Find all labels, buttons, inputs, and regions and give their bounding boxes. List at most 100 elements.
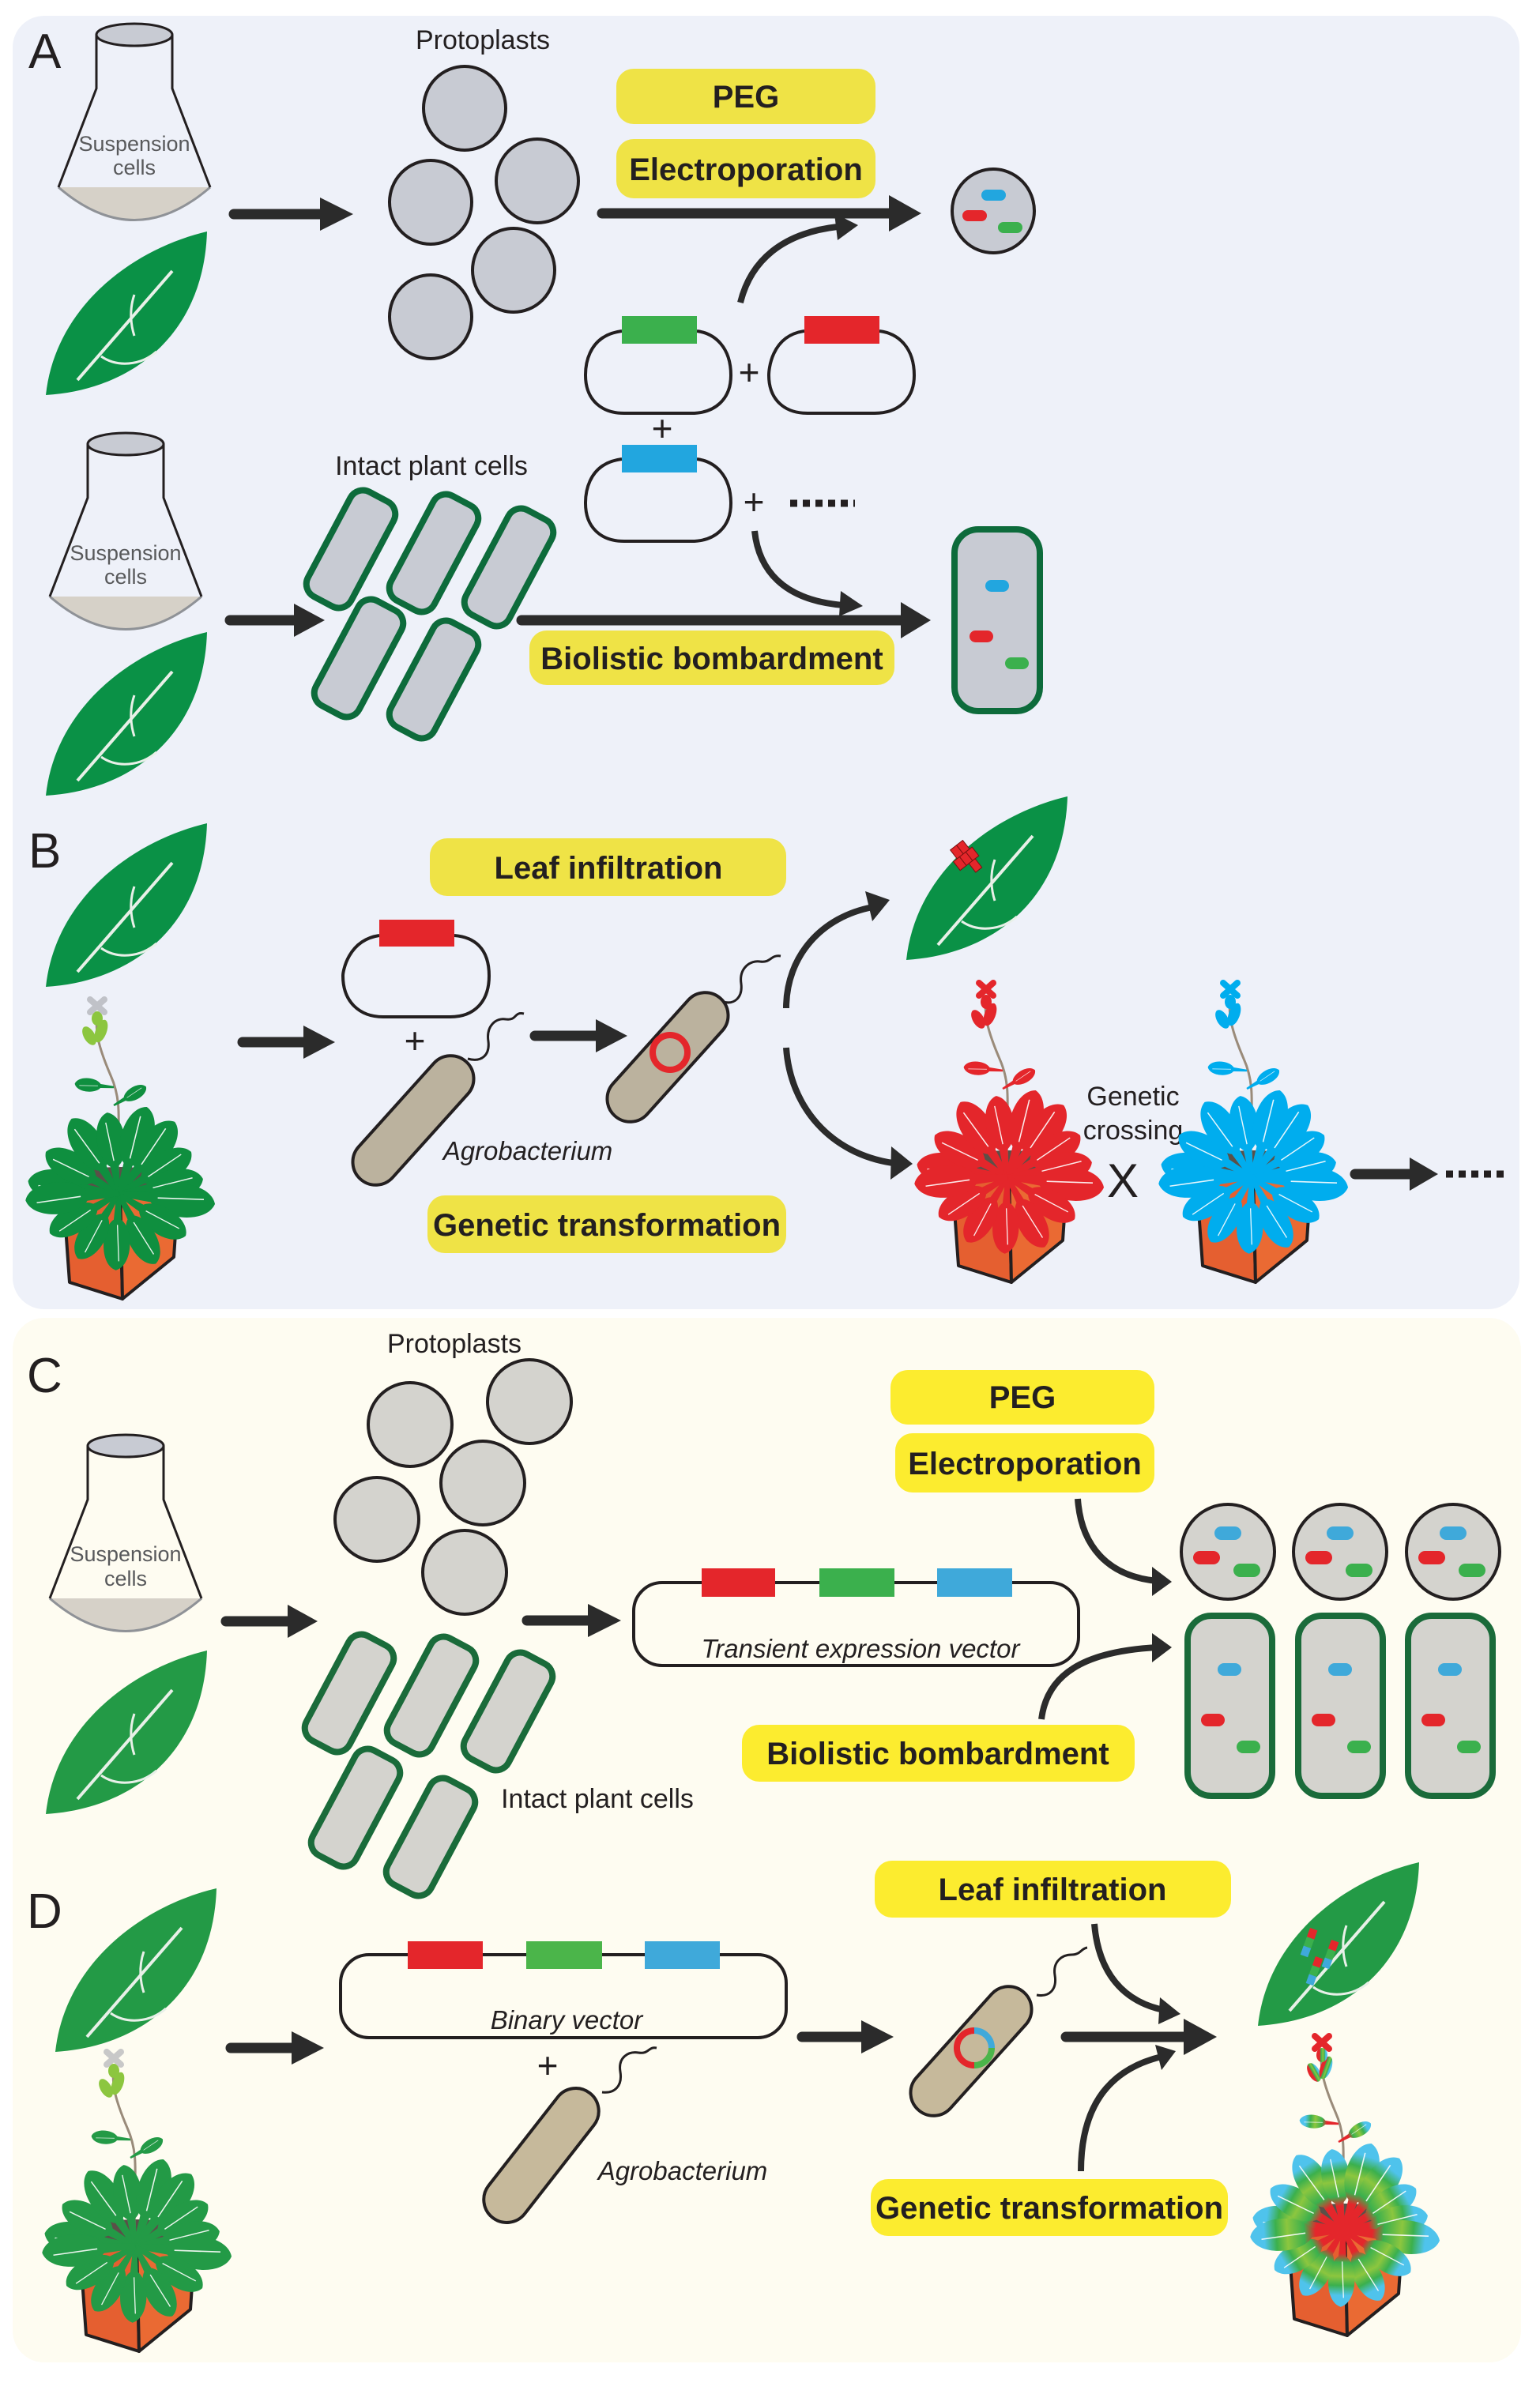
panel-a: A Suspension cells Protoplasts PEG Elect… xyxy=(28,22,1043,797)
arrow-right-icon xyxy=(597,195,921,231)
gene-red xyxy=(702,1568,775,1597)
flagellum xyxy=(601,2046,657,2094)
cross-symbol: X xyxy=(1107,1154,1139,1207)
arrow-right-icon xyxy=(237,1026,335,1059)
intact-cells-label: Intact plant cells xyxy=(501,1784,694,1814)
gene-product-red xyxy=(970,630,993,642)
gene-product-green xyxy=(1005,657,1029,669)
transient-expression-vector xyxy=(632,1568,1080,1667)
gene-product-blue xyxy=(1218,1663,1241,1676)
method-box-leaf-infiltration: Leaf infiltration xyxy=(875,1861,1231,1918)
gene-product-green xyxy=(1233,1564,1260,1577)
arrow-right-icon xyxy=(225,2031,324,2065)
svg-text:Biolistic bombardment: Biolistic bombardment xyxy=(540,642,883,676)
gene-product-blue xyxy=(981,190,1006,201)
method-box-peg: PEG xyxy=(616,69,875,124)
intact-cells-label: Intact plant cells xyxy=(335,451,528,481)
agrobacterium xyxy=(482,2046,657,2224)
method-box-leaf-infiltration: Leaf infiltration xyxy=(430,838,786,896)
flagellum xyxy=(722,954,781,1004)
gene-product-green xyxy=(1347,1741,1371,1753)
plant-cell xyxy=(460,1649,556,1774)
protoplast xyxy=(486,1358,573,1445)
protoplast xyxy=(367,1381,454,1468)
crossing-label-line2: crossing xyxy=(1083,1116,1184,1146)
arrow-right-icon xyxy=(796,2020,894,2053)
svg-text:Leaf infiltration: Leaf infiltration xyxy=(495,851,723,886)
plus-sign: + xyxy=(744,481,765,522)
gene-product-green xyxy=(1457,1741,1481,1753)
flask-label-line2: cells xyxy=(113,156,156,179)
flagellum xyxy=(467,1012,525,1061)
protoplast xyxy=(388,273,473,360)
plasmid-red xyxy=(341,920,491,1018)
plasmid-red xyxy=(766,316,917,415)
plant-cell xyxy=(386,491,482,615)
binary-vector xyxy=(339,1941,788,2039)
arrow-right-icon xyxy=(516,602,931,638)
arrow-right-icon xyxy=(1350,1157,1438,1191)
transfected-protoplast xyxy=(1405,1503,1501,1601)
infiltrated-leaf xyxy=(1256,1861,1421,2027)
plant-cell xyxy=(311,596,407,721)
panel-letter-b: B xyxy=(28,824,61,879)
panel-b: B + Agrobacterium Leaf infiltra xyxy=(24,795,1507,1299)
plant-cell xyxy=(303,487,399,612)
method-box-electroporation: Electroporation xyxy=(616,139,875,198)
panel-letter-d: D xyxy=(27,1884,62,1939)
gene-product-blue xyxy=(985,580,1009,592)
flask-label-line1: Suspension xyxy=(70,541,181,565)
vector-label: Binary vector xyxy=(491,2005,645,2035)
transfected-protoplast xyxy=(951,168,1036,254)
protoplast xyxy=(495,137,580,224)
transformed-agrobacterium xyxy=(605,954,781,1124)
gene-product-red xyxy=(1193,1551,1220,1564)
gene-product-red xyxy=(1312,1714,1335,1726)
plant-cell xyxy=(307,1745,404,1870)
plasmid-ring-red xyxy=(650,1032,691,1073)
expression-patch-multicolor xyxy=(1300,1928,1339,1986)
gene-product-red xyxy=(1201,1714,1225,1726)
agrobacterium xyxy=(351,1012,525,1187)
binary-plasmid-ring xyxy=(954,2027,995,2068)
gene-product-green xyxy=(1346,1564,1372,1577)
curved-arrow-icon xyxy=(1075,1498,1172,1596)
flask-label-line2: cells xyxy=(104,565,147,589)
plasmid-green xyxy=(583,316,733,415)
protoplasts-label: Protoplasts xyxy=(387,1329,521,1359)
svg-text:Electroporation: Electroporation xyxy=(908,1447,1142,1481)
flask-label-line2: cells xyxy=(104,1567,147,1590)
curved-arrow-icon xyxy=(783,891,890,1009)
gene-blue xyxy=(645,1941,720,1969)
panel-c: C Suspension cells Protoplasts Intact pl… xyxy=(27,1329,1501,1899)
gene-product-blue xyxy=(1214,1526,1241,1540)
gene-green xyxy=(819,1568,894,1597)
gene-product-red xyxy=(1418,1551,1445,1564)
gene-product-blue xyxy=(1438,1663,1462,1676)
plus-sign: + xyxy=(537,2045,559,2086)
panel-letter-a: A xyxy=(28,24,62,79)
protoplast xyxy=(333,1476,420,1563)
plasmid-blue xyxy=(583,445,733,543)
curved-arrow-icon xyxy=(1078,2045,1176,2172)
flask-label-line1: Suspension xyxy=(70,1542,181,1566)
arrow-right-icon xyxy=(1060,2019,1217,2055)
arrow-right-icon xyxy=(220,1605,318,1638)
curved-arrow-icon xyxy=(1038,1633,1172,1720)
transfected-protoplast xyxy=(1180,1503,1276,1601)
gene-product-blue xyxy=(1328,1663,1352,1676)
expression-patch-red xyxy=(949,839,983,873)
protoplast xyxy=(471,227,556,314)
gene-product-red xyxy=(1421,1714,1445,1726)
gene-product-green xyxy=(998,222,1022,233)
svg-text:Leaf infiltration: Leaf infiltration xyxy=(939,1873,1167,1907)
gene-product-green xyxy=(1237,1741,1260,1753)
gene-blue xyxy=(937,1568,1012,1597)
gene-red xyxy=(408,1941,483,1969)
arrow-right-icon xyxy=(529,1019,627,1052)
panel-d: D Binary vector + Agrobacterium xyxy=(27,1861,1441,2351)
curved-arrow-icon xyxy=(783,1047,913,1180)
gene-product-green xyxy=(1459,1564,1485,1577)
gene-green xyxy=(526,1941,602,1969)
svg-text:Biolistic bombardment: Biolistic bombardment xyxy=(766,1737,1109,1771)
